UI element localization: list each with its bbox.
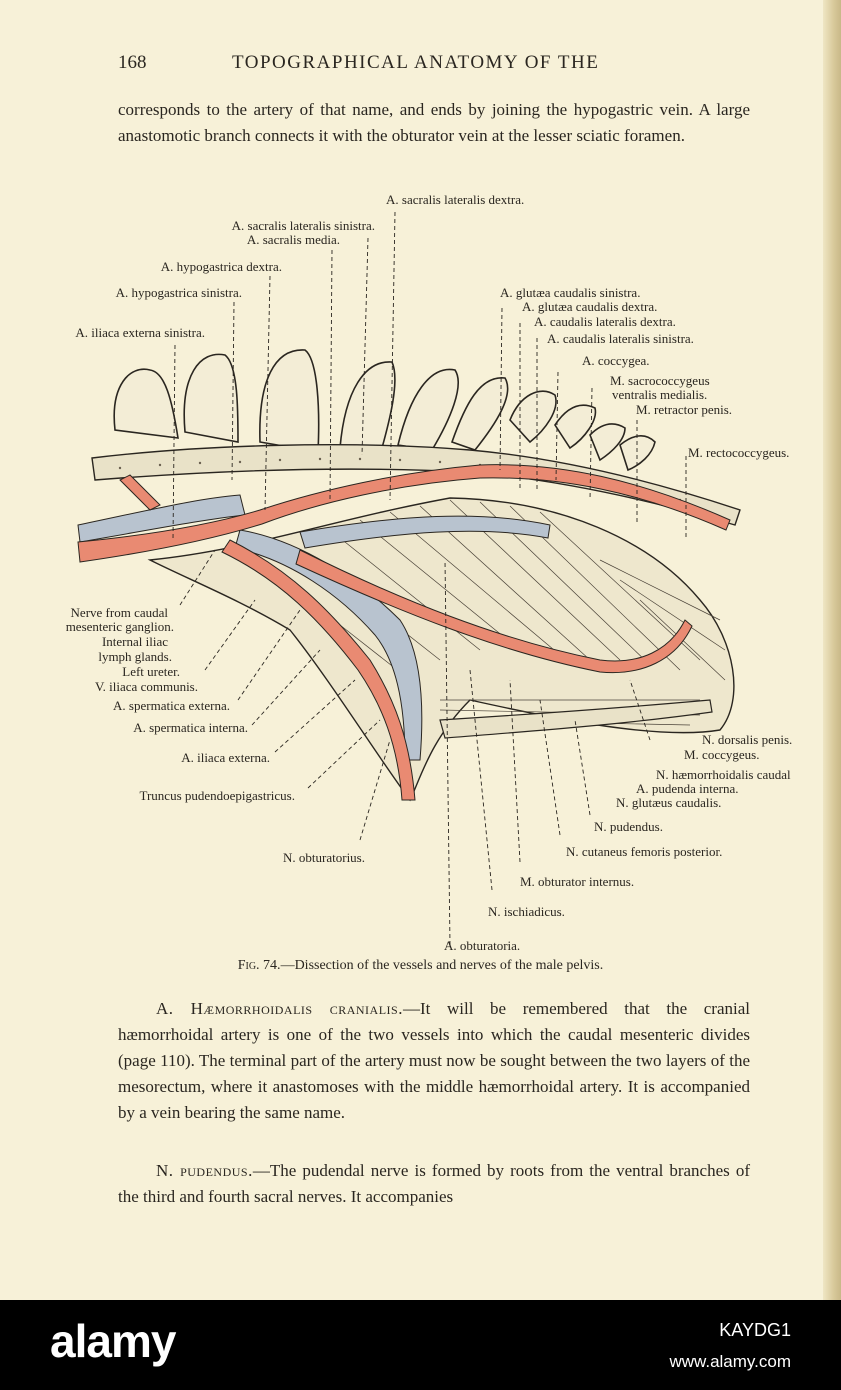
alamy-logo: alamy xyxy=(50,1315,176,1367)
figure-labels: A. sacralis lateralis dextra. A. sacrali… xyxy=(66,192,793,953)
label-hypogastrica-dextra: A. hypogastrica dextra. xyxy=(161,259,282,274)
label-spermatica-externa: A. spermatica externa. xyxy=(113,698,230,713)
label-m-obturator-internus: M. obturator internus. xyxy=(520,874,634,889)
book-page: 168 TOPOGRAPHICAL ANATOMY OF THE corresp… xyxy=(0,0,841,1300)
label-nerve-caudal-2: mesenteric ganglion. xyxy=(66,619,174,634)
label-truncus-pudendoepigastricus: Truncus pudendoepigastricus. xyxy=(139,788,295,803)
leader-lines xyxy=(172,211,687,946)
label-a-obturatoria: A. obturatoria. xyxy=(444,938,520,953)
book-spine-shadow xyxy=(823,0,841,1300)
label-hypogastrica-sinistra: A. hypogastrica sinistra. xyxy=(116,285,242,300)
label-n-obturatorius: N. obturatorius. xyxy=(283,850,365,865)
label-nerve-caudal-1: Nerve from caudal xyxy=(71,605,169,620)
image-id: KAYDG1 xyxy=(719,1320,791,1340)
figure-caption: Fig. 74.—Dissection of the vessels and n… xyxy=(0,958,841,974)
label-iliaca-externa: A. iliaca externa. xyxy=(181,750,270,765)
paragraph-pudendus: N. pudendus.—The pudendal nerve is forme… xyxy=(118,1158,750,1210)
site-url: www.alamy.com xyxy=(669,1352,791,1371)
label-n-haemorrhoidalis: N. hæmorrhoidalis caudal xyxy=(656,767,791,782)
label-n-pudendus: N. pudendus. xyxy=(594,819,663,834)
label-n-dorsalis-penis: N. dorsalis penis. xyxy=(702,732,792,747)
label-m-coccygeus: M. coccygeus. xyxy=(684,747,759,762)
label-n-cutaneus: N. cutaneus femoris posterior. xyxy=(566,844,722,859)
label-spermatica-interna: A. spermatica interna. xyxy=(133,720,248,735)
label-v-iliaca-communis: V. iliaca communis. xyxy=(95,679,198,694)
intro-paragraph: corresponds to the artery of that name, … xyxy=(118,100,750,145)
label-left-ureter: Left ureter. xyxy=(122,664,180,679)
ischium-bone xyxy=(439,699,713,739)
label-glutaea-caudalis-sinistra: A. glutæa caudalis sinistra. xyxy=(500,285,640,300)
label-glutaea-caudalis-dextra: A. glutæa caudalis dextra. xyxy=(522,299,657,314)
arteries xyxy=(77,464,731,801)
label-caudalis-lateralis-sinistra: A. caudalis lateralis sinistra. xyxy=(547,331,694,346)
label-sacrococcygeus-1: M. sacrococcygeus xyxy=(610,373,710,388)
caption-text: —Dissection of the vessels and nerves of… xyxy=(280,958,604,973)
label-caudalis-lateralis-dextra: A. caudalis lateralis dextra. xyxy=(534,314,676,329)
paragraph-3-heading: N. pudendus. xyxy=(156,1161,253,1180)
label-internal-iliac-1: Internal iliac xyxy=(102,634,168,649)
sacrum-bone xyxy=(91,444,741,526)
page-number: 168 xyxy=(118,52,147,73)
label-coccygea: A. coccygea. xyxy=(582,353,650,368)
label-sacralis-lateralis-sinistra: A. sacralis lateralis sinistra. xyxy=(232,218,375,233)
paragraph-2-body: —It will be remembered that the cranial … xyxy=(118,999,750,1122)
label-rectococcygeus: M. rectococcygeus. xyxy=(688,445,789,460)
label-sacrococcygeus-2: ventralis medialis. xyxy=(612,387,707,402)
label-n-ischiadicus: N. ischiadicus. xyxy=(488,904,565,919)
paragraph-haemorrhoidalis: A. Hæmorrhoidalis cranialis.—It will be … xyxy=(118,996,750,1126)
pelvis-dissection-illustration: A. sacralis lateralis dextra. A. sacrali… xyxy=(66,192,793,953)
running-title: TOPOGRAPHICAL ANATOMY OF THE xyxy=(232,52,600,73)
pelvic-musculature xyxy=(147,497,735,802)
label-internal-iliac-2: lymph glands. xyxy=(98,649,172,664)
paragraph-2-heading: A. Hæmorrhoidalis cranialis. xyxy=(156,999,403,1018)
label-a-pudenda-interna: A. pudenda interna. xyxy=(636,781,739,796)
page-header: 168 TOPOGRAPHICAL ANATOMY OF THE xyxy=(0,52,841,78)
label-sacralis-lateralis-dextra: A. sacralis lateralis dextra. xyxy=(386,192,524,207)
watermark-footer: alamy KAYDG1 www.alamy.com xyxy=(0,1300,841,1390)
label-n-glutaeus-caudalis: N. glutæus caudalis. xyxy=(616,795,721,810)
label-sacralis-media: A. sacralis media. xyxy=(247,232,340,247)
paragraph-3-body: —The pudendal nerve is formed by roots f… xyxy=(118,1161,750,1206)
label-iliaca-externa-sinistra: A. iliaca externa sinistra. xyxy=(75,325,205,340)
vertebral-spines xyxy=(113,349,656,472)
label-retractor-penis: M. retractor penis. xyxy=(636,402,732,417)
caption-prefix: Fig. 74. xyxy=(237,958,281,973)
